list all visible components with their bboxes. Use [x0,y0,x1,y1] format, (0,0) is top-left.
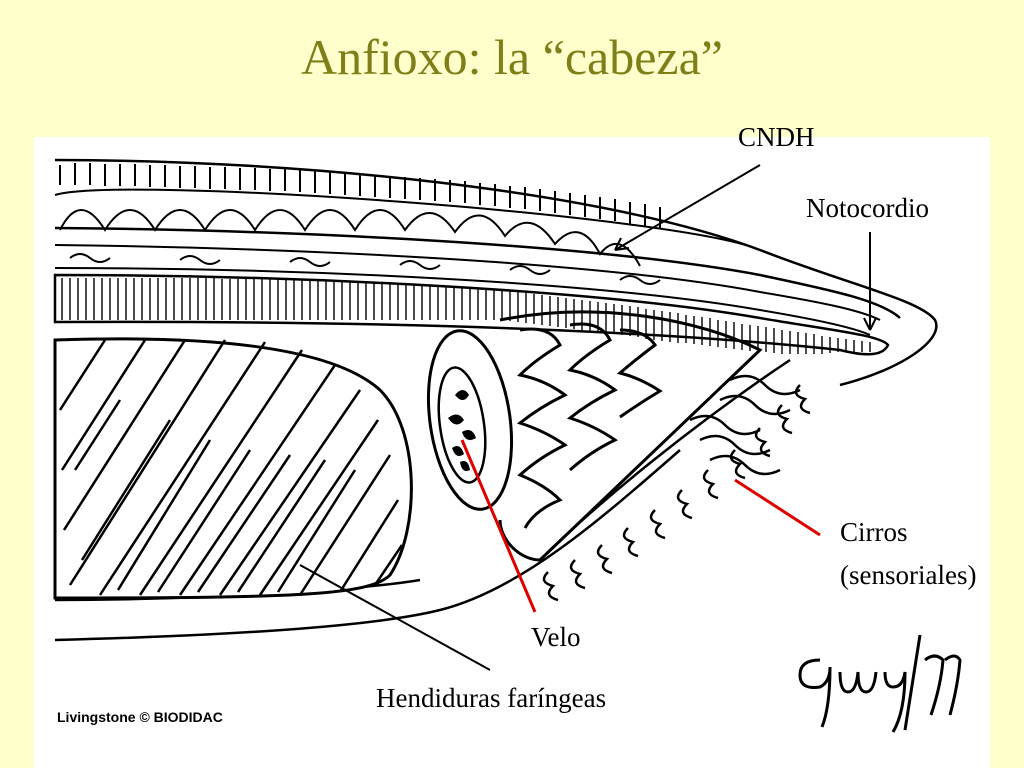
signature-graphic [798,634,962,733]
nerve-cord [54,244,881,336]
slide-title: Anfioxo: la “cabeza” [301,29,723,85]
red-pointers [460,439,821,613]
label-notocordio: Notocordio [806,193,929,223]
label-cndh: CNDH [738,122,815,152]
label-velo: Velo [531,622,581,652]
label-sensoriales: (sensoriales) [840,560,977,590]
pharynx [53,337,413,600]
buccal-cirri [539,358,811,602]
image-credit: Livingstone © BIODIDAC [57,709,223,725]
oral-hood [498,310,763,562]
label-hendiduras: Hendiduras faríngeas [376,683,607,713]
notochord [53,273,890,356]
velum [426,329,514,511]
label-cirros: Cirros [840,517,908,547]
myomere-band [54,163,761,267]
black-pointers [299,164,877,671]
body-outline [54,158,938,642]
